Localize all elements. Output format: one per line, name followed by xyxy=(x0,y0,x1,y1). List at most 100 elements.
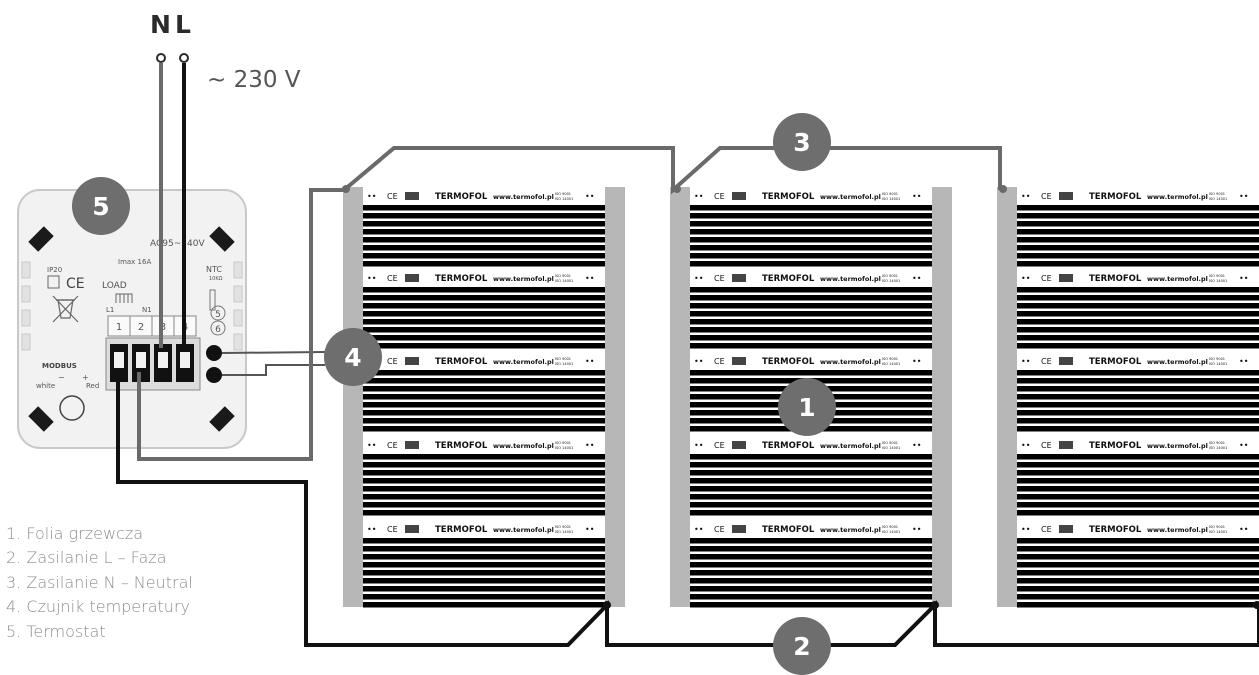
heating-stripe xyxy=(363,410,605,416)
film-ce-mark: CE xyxy=(714,357,725,366)
svg-text:••: •• xyxy=(585,357,594,366)
svg-text:••: •• xyxy=(1239,441,1248,450)
terminal-block xyxy=(105,337,201,391)
film-iso-1: ISO 9001 xyxy=(882,525,898,529)
film-brand: TERMOFOL xyxy=(762,525,815,535)
heating-stripe xyxy=(690,554,932,560)
film-iso-1: ISO 9001 xyxy=(882,357,898,361)
svg-text:••: •• xyxy=(1239,357,1248,366)
badge-3-neutral-supply: 3 xyxy=(773,113,831,171)
heating-stripe xyxy=(363,470,605,476)
heating-stripe xyxy=(363,602,605,608)
heating-stripe xyxy=(363,510,605,516)
heating-stripe xyxy=(690,335,932,341)
legend: 1. Folia grzewcza 2. Zasilanie L – Faza … xyxy=(6,522,193,644)
heating-stripe xyxy=(1017,287,1259,293)
film-iso-1: ISO 9001 xyxy=(555,441,571,445)
heating-stripe xyxy=(363,335,605,341)
svg-text:••: •• xyxy=(367,192,376,201)
film-iso-2: ISO 14001 xyxy=(555,446,573,450)
heating-stripe xyxy=(1017,221,1259,227)
svg-text:••: •• xyxy=(585,441,594,450)
heating-stripe xyxy=(363,546,605,552)
sensor-terminal-a xyxy=(206,345,222,361)
film-url: www.termofol.pl xyxy=(493,193,554,201)
film-logo-icon xyxy=(405,441,419,449)
heating-stripe xyxy=(363,378,605,384)
ip-icon xyxy=(47,275,60,289)
terminal-2-label: 2 xyxy=(138,322,144,333)
svg-text:••: •• xyxy=(694,357,703,366)
heating-stripe xyxy=(1017,319,1259,325)
film-ce-mark: CE xyxy=(714,441,725,450)
heating-stripe xyxy=(363,454,605,460)
heating-stripe xyxy=(363,462,605,468)
heating-stripe xyxy=(1017,303,1259,309)
film-url: www.termofol.pl xyxy=(1147,442,1208,450)
heating-stripe xyxy=(1017,570,1259,576)
film-iso-1: ISO 9001 xyxy=(555,525,571,529)
film-ce-mark: CE xyxy=(387,192,398,201)
film-url: www.termofol.pl xyxy=(493,275,554,283)
heating-stripe xyxy=(363,538,605,544)
svg-text:••: •• xyxy=(912,525,921,534)
film-url: www.termofol.pl xyxy=(820,358,881,366)
heating-stripe xyxy=(363,502,605,508)
ce-mark: CE xyxy=(66,276,85,292)
film-logo-icon xyxy=(1059,357,1073,365)
badge-5-thermostat: 5 xyxy=(72,177,130,235)
modbus-label: MODBUS xyxy=(42,362,77,370)
heating-stripe xyxy=(363,418,605,424)
n1-label: N1 xyxy=(142,306,152,314)
film-logo-icon xyxy=(1059,525,1073,533)
film-iso-2: ISO 14001 xyxy=(555,197,573,201)
heating-stripe xyxy=(1017,538,1259,544)
svg-text:••: •• xyxy=(585,525,594,534)
live-label: L xyxy=(175,10,191,39)
live-bus-wire xyxy=(116,372,1259,647)
film-url: www.termofol.pl xyxy=(493,358,554,366)
supply-wires xyxy=(159,63,326,376)
film-brand: TERMOFOL xyxy=(762,357,815,367)
heating-stripe xyxy=(363,261,605,267)
legend-item-heating-film: 1. Folia grzewcza xyxy=(6,524,144,543)
film-logo-icon xyxy=(1059,441,1073,449)
heating-stripe xyxy=(363,327,605,333)
film-brand: TERMOFOL xyxy=(435,357,488,367)
svg-text:••: •• xyxy=(367,274,376,283)
load-label: LOAD xyxy=(102,281,127,291)
heating-stripe xyxy=(1017,261,1259,267)
film-iso-1: ISO 9001 xyxy=(882,192,898,196)
svg-text:••: •• xyxy=(1021,441,1030,450)
heating-stripe xyxy=(690,562,932,568)
film-url: www.termofol.pl xyxy=(820,193,881,201)
film-iso-1: ISO 9001 xyxy=(1209,192,1225,196)
film-ce-mark: CE xyxy=(1041,357,1052,366)
film-ce-mark: CE xyxy=(1041,274,1052,283)
heating-stripe xyxy=(690,586,932,592)
heating-stripe xyxy=(363,213,605,219)
heating-stripe xyxy=(690,570,932,576)
heating-stripe xyxy=(363,295,605,301)
svg-text:••: •• xyxy=(912,192,921,201)
heating-stripe xyxy=(1017,454,1259,460)
ntc-terminal-5-label: 5 xyxy=(215,310,221,320)
film-url: www.termofol.pl xyxy=(1147,275,1208,283)
heating-stripe xyxy=(690,486,932,492)
heating-stripe xyxy=(363,494,605,500)
heating-stripe xyxy=(363,229,605,235)
film-logo-icon xyxy=(732,441,746,449)
heating-stripe xyxy=(690,370,932,376)
film-brand: TERMOFOL xyxy=(1089,441,1142,451)
heating-stripe xyxy=(1017,502,1259,508)
heating-stripe xyxy=(690,221,932,227)
heating-stripe xyxy=(1017,486,1259,492)
film-iso-2: ISO 14001 xyxy=(1209,197,1227,201)
heating-stripe xyxy=(363,562,605,568)
